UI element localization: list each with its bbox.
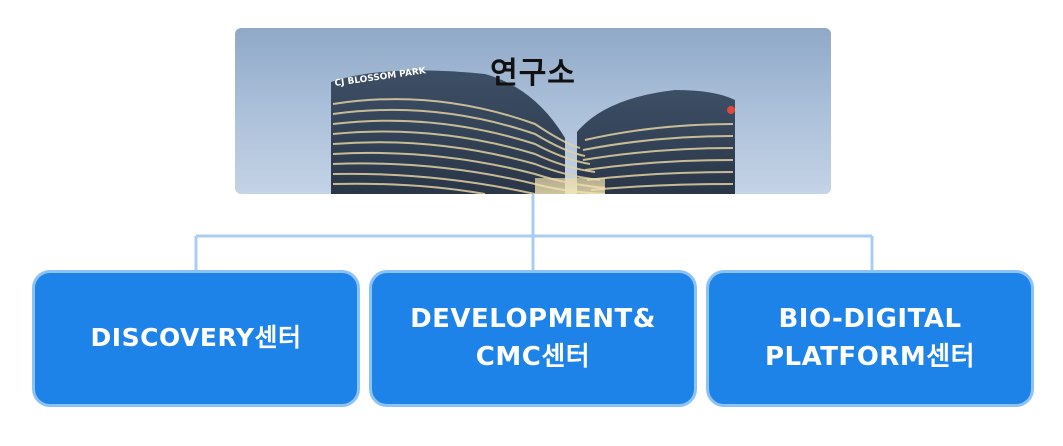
node-development-cmc-label: DEVELOPMENT& CMC센터 [410, 303, 656, 372]
node-discovery-label: DISCOVERY센터 [90, 323, 302, 353]
root-node-label: 연구소 [490, 56, 576, 91]
node-development-cmc-center: DEVELOPMENT& CMC센터 [369, 270, 697, 407]
node-bio-digital-platform-center: BIO-DIGITAL PLATFORM센터 [706, 270, 1034, 407]
building-photo: CJ BLOSSOM PARK [331, 66, 735, 194]
node-discovery-center: DISCOVERY센터 [32, 270, 360, 407]
cj-logo-icon [727, 106, 735, 114]
root-node: CJ BLOSSOM PARK 연구소 [235, 28, 831, 194]
node-bio-digital-platform-label: BIO-DIGITAL PLATFORM센터 [764, 303, 976, 372]
